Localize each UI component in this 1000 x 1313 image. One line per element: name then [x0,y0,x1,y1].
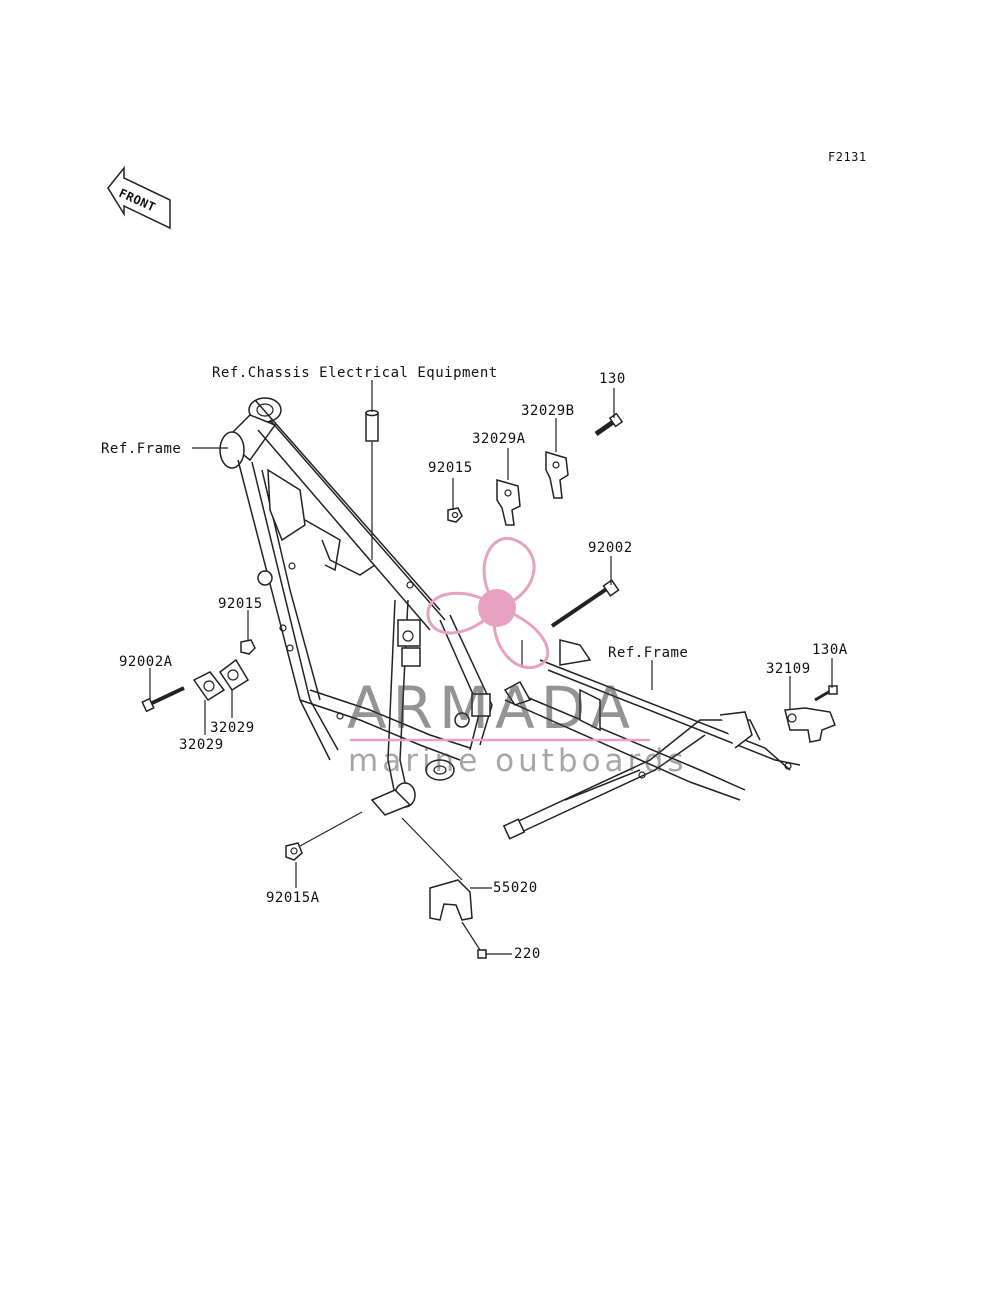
bracket-32109-icon [784,707,836,743]
label-32029-right: 32029 [210,720,255,736]
bracket-32029b-icon [545,450,569,499]
plate-32029-left-icon [192,671,226,702]
guard-55020-icon [429,879,473,921]
watermark-tagline: marine outboards [348,743,688,779]
label-32109: 32109 [766,661,811,677]
front-arrow-icon: FRONT [107,165,171,230]
label-130: 130 [599,371,626,387]
label-32029a: 32029A [472,431,526,447]
watermark-brand: ARMADA [347,674,636,742]
bolt-92002a-icon [141,686,185,713]
label-130a: 130A [812,642,848,658]
label-92015-top: 92015 [428,460,473,476]
plate-32029-right-icon [218,658,250,692]
long-bolt-92002-icon [550,579,620,628]
label-92015-mid: 92015 [218,596,263,612]
screw-220-icon [477,949,487,959]
bolt-130-icon [594,412,624,437]
label-220: 220 [514,946,541,962]
nut-92015-mid-icon [240,639,256,655]
bracket-32029a-icon [496,479,521,526]
main-frame [219,397,493,816]
nut-92015a-icon [285,842,303,861]
figure-code: F2131 [828,150,867,164]
label-92015a: 92015A [266,890,320,906]
label-ref-frame-right: Ref.Frame [608,645,688,661]
label-92002a: 92002A [119,654,173,670]
spacer-cylinder-icon [365,409,379,442]
label-32029b: 32029B [521,403,575,419]
label-92002: 92002 [588,540,633,556]
sub-frame [502,639,801,840]
nut-92015-top-icon [447,507,463,523]
label-ref-chassis-electrical: Ref.Chassis Electrical Equipment [212,365,498,381]
bolt-130a-icon [814,685,838,702]
label-55020: 55020 [493,880,538,896]
label-32029-left: 32029 [179,737,224,753]
leader-lines [149,380,833,955]
watermark: ARMADA marine outboards [347,536,688,779]
propeller-logo-icon [426,536,550,669]
label-ref-frame-left: Ref.Frame [101,441,181,457]
